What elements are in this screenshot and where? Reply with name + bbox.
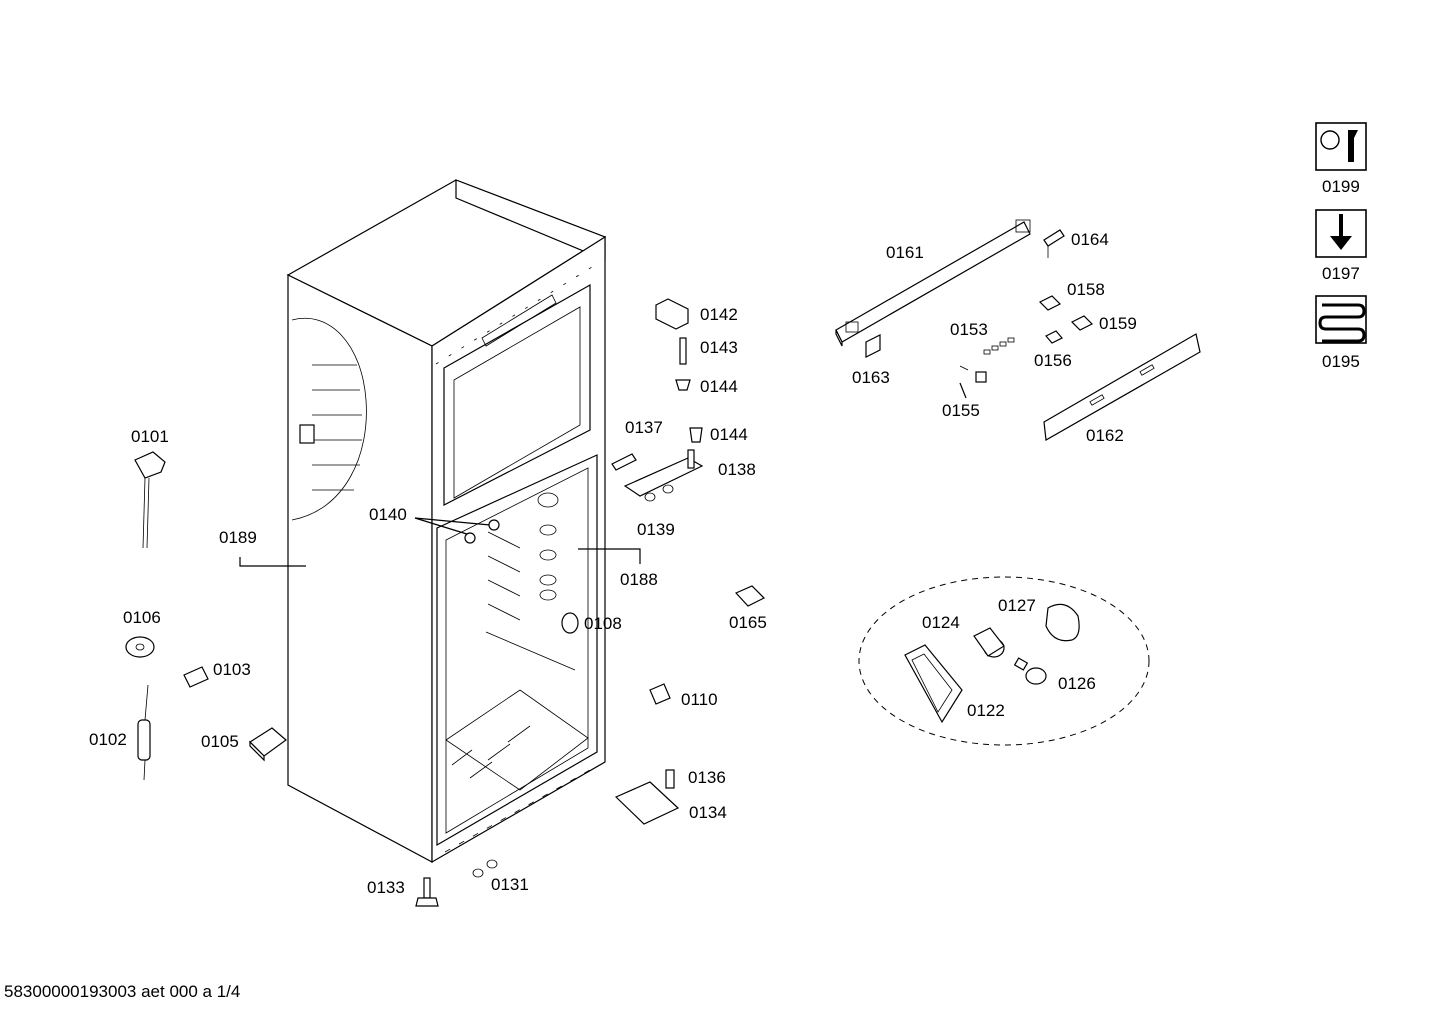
door-switch-part [734,585,766,607]
part-label-0165[interactable]: 0165 [729,613,767,632]
hinge-washer-parts [644,484,674,502]
part-label-0102[interactable]: 0102 [89,730,127,749]
part-label-0137[interactable]: 0137 [625,418,663,437]
part-label-0195[interactable]: 0195 [1322,352,1360,371]
leader-lines [239,382,967,567]
part-label-0103[interactable]: 0103 [213,660,251,679]
part-label-0124[interactable]: 0124 [922,613,960,632]
part-label-0189[interactable]: 0189 [219,528,257,547]
part-label-0144-lower[interactable]: 0144 [710,425,748,444]
part-label-0127[interactable]: 0127 [998,596,1036,615]
hinge-cap-part [655,298,689,330]
part-label-0134[interactable]: 0134 [689,803,727,822]
document-footer-code: 58300000193003 aet 000 a 1/4 [4,982,241,1001]
wrench-nut-icon [1315,122,1367,171]
shelf-support-parts [464,519,500,544]
part-label-0158[interactable]: 0158 [1067,280,1105,299]
drain-plug-part [561,612,579,634]
lamp-assembly-group [858,576,1150,746]
part-label-0105[interactable]: 0105 [201,732,239,751]
part-label-0188[interactable]: 0188 [620,570,658,589]
part-label-0131[interactable]: 0131 [491,875,529,894]
hinge-cover-part [611,453,637,471]
part-label-0163[interactable]: 0163 [852,368,890,387]
sensor-part [137,684,151,781]
part-label-0136[interactable]: 0136 [688,768,726,787]
connector-box-part [249,727,287,762]
part-label-0159[interactable]: 0159 [1099,314,1137,333]
part-label-0138[interactable]: 0138 [718,460,756,479]
part-label-0133[interactable]: 0133 [367,878,405,897]
part-label-0197[interactable]: 0197 [1322,264,1360,283]
screwdriver-icon [1315,209,1367,258]
hinge-pin-part [679,337,687,365]
bottom-hinge-part [614,781,680,825]
bottom-hinge-pin-part [665,769,675,789]
part-label-0143[interactable]: 0143 [700,338,738,357]
part-label-0153[interactable]: 0153 [950,320,988,339]
cylinder-part [183,666,209,688]
part-label-0139[interactable]: 0139 [637,520,675,539]
part-label-0110[interactable]: 0110 [681,690,718,709]
cabinet-body [286,179,607,864]
leveling-foot-part [415,877,439,907]
part-label-0144-upper[interactable]: 0144 [700,377,738,396]
part-label-0155[interactable]: 0155 [942,401,980,420]
spacer-part [649,683,671,705]
bushing-parts [675,379,703,443]
washer-parts [472,859,498,878]
part-label-0108[interactable]: 0108 [584,614,622,633]
hinge-bracket-part [623,449,704,497]
part-label-0164[interactable]: 0164 [1071,230,1109,249]
part-label-0122[interactable]: 0122 [967,701,1005,720]
heating-coil-icon [1315,295,1367,344]
part-label-0106[interactable]: 0106 [123,608,161,627]
part-label-0101[interactable]: 0101 [131,427,169,446]
control-panel-assembly [835,219,1201,441]
part-label-0142[interactable]: 0142 [700,305,738,324]
part-label-0156[interactable]: 0156 [1034,351,1072,370]
part-label-0162[interactable]: 0162 [1086,426,1124,445]
part-label-0199[interactable]: 0199 [1322,177,1360,196]
power-plug-part [134,451,166,549]
part-label-0140[interactable]: 0140 [369,505,407,524]
part-label-0161[interactable]: 0161 [886,243,924,262]
part-label-0126[interactable]: 0126 [1058,674,1096,693]
fan-blade-part [125,636,155,658]
